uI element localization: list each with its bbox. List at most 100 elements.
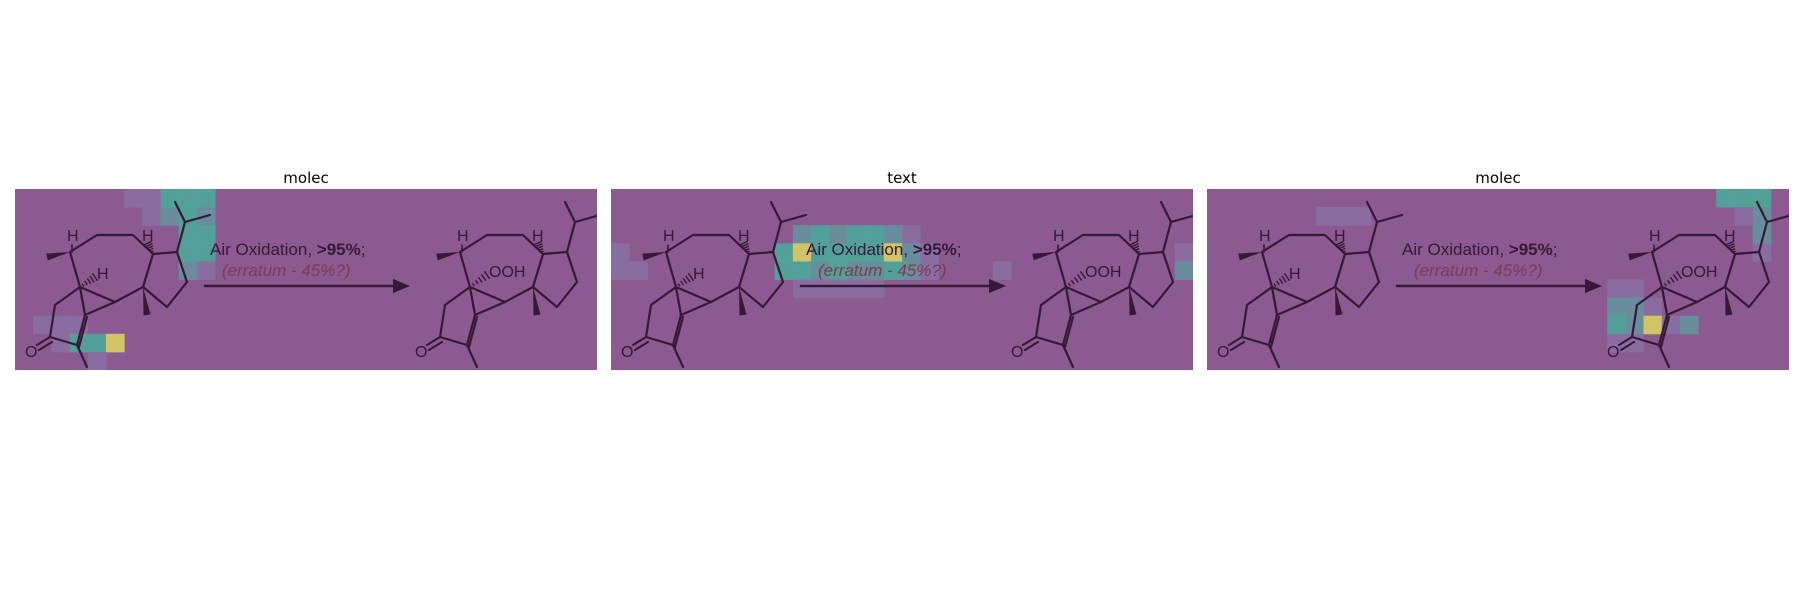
atom-h: H bbox=[97, 266, 109, 283]
heatmap-cell bbox=[142, 189, 161, 208]
bond-ring-seven bbox=[1305, 285, 1337, 304]
heatmap-cell bbox=[883, 261, 903, 280]
bond-double bbox=[77, 315, 89, 349]
bond-ring-seven bbox=[1270, 285, 1309, 304]
heatmap-cell bbox=[1643, 315, 1663, 335]
bond-ring-seven bbox=[1054, 250, 1068, 289]
condition-yield: >95% bbox=[913, 240, 957, 259]
bond-isopropyl bbox=[1159, 200, 1173, 224]
heatmap-cell bbox=[829, 261, 848, 280]
heatmap-cell bbox=[792, 279, 812, 299]
bond-methyl-wedge bbox=[143, 287, 151, 316]
bond-carbonyl bbox=[1229, 340, 1246, 352]
condition-yield: >95% bbox=[1509, 240, 1553, 259]
heatmap-cell bbox=[1752, 243, 1772, 262]
atom-h: H bbox=[1128, 228, 1140, 245]
bond-methyl-wedge bbox=[1032, 252, 1056, 261]
heatmap-cell bbox=[196, 189, 216, 208]
bond-ring-enone bbox=[1665, 300, 1699, 317]
bond-ring-seven bbox=[1660, 285, 1699, 304]
reaction-arrowhead bbox=[989, 279, 1006, 293]
heatmap-cell bbox=[865, 279, 885, 299]
condition-suffix: ; bbox=[1553, 240, 1558, 259]
heatmap-cell bbox=[87, 333, 107, 353]
heatmap-cell bbox=[829, 243, 848, 262]
bond-carbonyl bbox=[37, 340, 54, 352]
heatmap-cell bbox=[811, 225, 830, 244]
condition-yield: >95% bbox=[317, 240, 361, 259]
bond-h-hash bbox=[1725, 240, 1736, 254]
condition-suffix: ; bbox=[361, 240, 366, 259]
atom-o: O bbox=[25, 344, 37, 361]
bond-carbonyl bbox=[633, 340, 650, 352]
heatmap-cell bbox=[829, 225, 848, 244]
bond-ring-five bbox=[738, 250, 785, 309]
bond-isopropyl bbox=[183, 213, 212, 224]
bond-ring-seven bbox=[68, 250, 82, 289]
bond-h-hash bbox=[533, 240, 544, 254]
bond-ring-seven bbox=[459, 233, 544, 255]
bond-carbonyl bbox=[1619, 340, 1636, 352]
atom-h: H bbox=[67, 228, 79, 245]
bond-h-hash bbox=[677, 272, 695, 287]
heatmap-cell bbox=[105, 333, 125, 353]
heatmap-cell bbox=[792, 261, 812, 280]
atom-h: H bbox=[1053, 228, 1065, 245]
panel-title: molec bbox=[1475, 169, 1521, 187]
bond-ooh-hash bbox=[471, 270, 491, 287]
bond-h-hash bbox=[1273, 272, 1291, 287]
panel-title: molec bbox=[283, 169, 329, 187]
bond-methyl-wedge bbox=[533, 287, 541, 316]
heatmap-cell bbox=[196, 261, 216, 280]
bond-ring-enone bbox=[438, 286, 477, 347]
bond-isopropyl bbox=[771, 220, 783, 254]
bond-carbonyl bbox=[427, 340, 444, 352]
bond-methyl-wedge bbox=[436, 252, 460, 261]
bond-methyl-wedge bbox=[1628, 252, 1652, 261]
atom-h: H bbox=[1259, 228, 1271, 245]
bond-ring-seven bbox=[737, 252, 751, 289]
bond-isopropyl bbox=[563, 200, 577, 224]
bond-ring-seven bbox=[468, 285, 507, 304]
heatmap-cell bbox=[142, 207, 161, 226]
bond-ooh-hash bbox=[1663, 270, 1683, 287]
bond-ring-enone bbox=[1275, 300, 1309, 317]
bond-ring-seven bbox=[78, 285, 117, 304]
bond-ooh-hash bbox=[1067, 270, 1087, 287]
bond-methyl bbox=[75, 343, 89, 369]
bond-carbonyl bbox=[1021, 335, 1038, 347]
heatmap-cell bbox=[1607, 315, 1626, 335]
bond-isopropyl bbox=[1755, 200, 1769, 224]
bond-ring-seven bbox=[709, 285, 741, 304]
panel-title: text bbox=[887, 169, 917, 187]
heatmap-cell bbox=[1734, 207, 1754, 226]
bond-ring-seven bbox=[1127, 252, 1141, 289]
bond-double bbox=[1659, 315, 1671, 349]
heatmap-cell bbox=[1607, 333, 1626, 353]
bond-ring-seven bbox=[113, 285, 145, 304]
bond-methyl bbox=[1657, 343, 1671, 369]
atom-h: H bbox=[1289, 266, 1301, 283]
bond-ring-seven bbox=[1260, 250, 1274, 289]
heatmap-cell bbox=[1607, 297, 1626, 317]
heatmap-cell bbox=[1716, 189, 1735, 208]
atom-o: O bbox=[1607, 344, 1619, 361]
bond-isopropyl bbox=[1367, 220, 1379, 254]
atom-h: H bbox=[738, 228, 750, 245]
bond-methyl-wedge bbox=[1129, 287, 1137, 316]
bond-ring-seven bbox=[1064, 285, 1103, 304]
bond-ring-five bbox=[1334, 250, 1381, 309]
atom-h: H bbox=[663, 228, 675, 245]
overlay-tint bbox=[611, 189, 1193, 370]
heatmap-cell bbox=[611, 261, 630, 280]
bond-ring-five bbox=[142, 250, 189, 309]
bond-methyl bbox=[1061, 343, 1075, 369]
heatmap-cell bbox=[51, 315, 71, 335]
overlay-tint bbox=[15, 189, 597, 370]
